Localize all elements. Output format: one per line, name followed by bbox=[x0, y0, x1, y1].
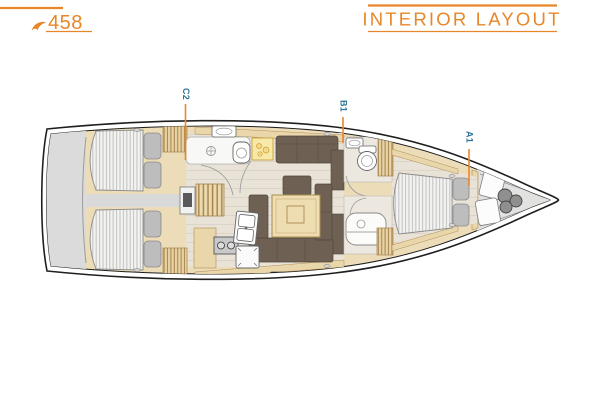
chart-detail-3 bbox=[257, 151, 263, 157]
fwd-head-sink-basin bbox=[348, 139, 361, 147]
chart-detail-2 bbox=[262, 146, 270, 154]
aft-cabin-port-wardrobe bbox=[162, 126, 188, 153]
galley-stove bbox=[213, 236, 239, 255]
aft-cabin-stbd-pillow-1 bbox=[143, 210, 162, 238]
transom-platform bbox=[46, 126, 86, 274]
fwd-cabin-shelf-top bbox=[391, 148, 459, 175]
section-marker-c2: C2 bbox=[181, 88, 191, 160]
page-title: INTERIOR LAYOUT bbox=[362, 9, 561, 30]
galley-counter bbox=[193, 227, 217, 269]
galley-sink-unit bbox=[233, 210, 259, 246]
engine-block bbox=[183, 193, 192, 207]
section-label-b1: B1 bbox=[339, 100, 349, 112]
page-header: 458 INTERIOR LAYOUT bbox=[0, 4, 561, 34]
saloon-table bbox=[271, 194, 321, 238]
saloon-table-inner-edge bbox=[275, 198, 317, 234]
transom-bulkhead-line bbox=[82, 136, 87, 264]
aft-head-sink bbox=[211, 126, 237, 138]
side-cabinet-top bbox=[330, 149, 345, 191]
aft-corridor bbox=[86, 194, 188, 207]
nav-chart-table bbox=[251, 137, 274, 161]
aft-head-toilet bbox=[232, 141, 251, 164]
galley-fridge bbox=[235, 245, 260, 269]
fwd-cabin-shelf-bottom bbox=[391, 225, 459, 252]
aft-cabin-stbd-wardrobe bbox=[162, 247, 188, 274]
aft-head-door-arc bbox=[200, 164, 234, 196]
fwd-head-toilet-bowl bbox=[361, 155, 373, 167]
companionway-steps bbox=[195, 183, 225, 217]
fwd-cabin-pillow-2 bbox=[452, 203, 470, 227]
fwd-shower-drain-icon bbox=[356, 219, 366, 229]
chart-detail-1 bbox=[256, 143, 262, 149]
fwd-cabin-pillow-1 bbox=[452, 177, 470, 201]
rope-coil-2 bbox=[509, 194, 523, 208]
deck-fittings bbox=[133, 128, 456, 272]
aft-cabin-port-pillow-1 bbox=[143, 132, 162, 160]
fridge-corner-marks bbox=[237, 247, 258, 267]
aft-head-sink-basin bbox=[215, 127, 233, 136]
aft-cabin-stbd-pillow-2 bbox=[143, 240, 162, 268]
fwd-head-locker bbox=[377, 138, 394, 177]
fwd-cabin-mattress bbox=[393, 172, 453, 235]
section-label-a1: A1 bbox=[465, 131, 475, 143]
aft-cabin-port-mattress bbox=[89, 129, 144, 192]
section-label-c2: C2 bbox=[181, 88, 191, 100]
dinette-seat-fwd bbox=[282, 175, 312, 196]
fwd-shower-door-arc bbox=[349, 197, 367, 215]
saloon-table-center bbox=[286, 205, 305, 224]
aft-cabin-port-pillow-2 bbox=[143, 161, 162, 189]
hanse-swoosh-icon bbox=[31, 21, 47, 31]
nav-door-arc bbox=[239, 160, 252, 194]
fwd-shower-locker bbox=[376, 227, 394, 256]
fwd-head-door-arc bbox=[345, 175, 367, 197]
rope-coil-3 bbox=[499, 200, 513, 214]
port-settee bbox=[275, 135, 339, 164]
fwd-head-toilet bbox=[357, 151, 377, 171]
port-settee-cushion-lines bbox=[276, 136, 338, 163]
section-marker-a1: A1 bbox=[465, 131, 475, 186]
section-marker-b1: B1 bbox=[339, 100, 349, 143]
fwd-head-sink bbox=[345, 137, 364, 149]
anchor-locker-lid-2 bbox=[474, 197, 501, 226]
stove-burner-1 bbox=[217, 241, 225, 250]
stove-burner-2 bbox=[227, 241, 235, 250]
shower-drain-cross bbox=[206, 146, 216, 156]
model-number: 458 bbox=[48, 12, 83, 34]
interior bbox=[46, 126, 550, 274]
aft-head-toilet-bowl bbox=[236, 147, 247, 159]
dinette-bench-bottom bbox=[248, 237, 334, 263]
aft-cabin-stbd-mattress bbox=[89, 208, 144, 271]
